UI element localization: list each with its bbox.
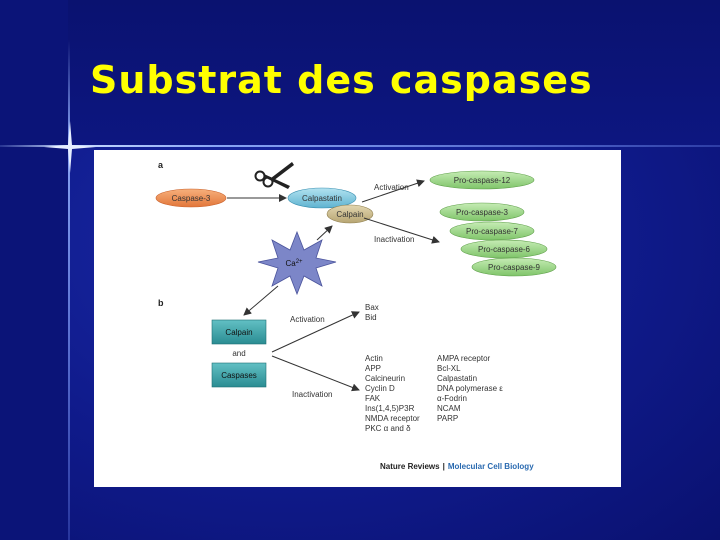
inactivated-item: DNA polymerase ε: [437, 384, 503, 393]
caspase3-label: Caspase-3: [172, 194, 211, 203]
b-inactivation-label: Inactivation: [292, 390, 332, 399]
and-label: and: [232, 349, 245, 358]
inactivated-item: APP: [365, 364, 381, 373]
pro-caspase-12-label: Pro-caspase-12: [454, 176, 511, 185]
slide-header-band: [0, 0, 720, 145]
activation-arrow: [361, 179, 425, 203]
inactivated-item: Bcl-XL: [437, 364, 461, 373]
inactivated-item: α-Fodrin: [437, 394, 467, 403]
caspases-box-label: Caspases: [221, 371, 257, 380]
inactivated-item: NMDA receptor: [365, 414, 420, 423]
b-activation-label: Activation: [290, 315, 325, 324]
panel-b-label: b: [158, 298, 164, 308]
calpastatin-oval: [287, 187, 357, 209]
activation-label: Activation: [374, 183, 409, 192]
scissors-icon: [254, 162, 294, 189]
calcium-label: Ca2+: [285, 259, 303, 268]
pro-caspase-6-label: Pro-caspase-6: [478, 245, 531, 254]
inactivation-arrow: [363, 217, 440, 244]
panel-a-label: a: [158, 160, 164, 170]
calpain-oval: [326, 204, 374, 224]
decor-horizontal-line: [0, 145, 720, 147]
inactivated-item: FAK: [365, 394, 381, 403]
caspase-substrate-figure: a Caspase-3 Calpastatin Calpain Activati…: [94, 150, 621, 487]
inactivated-item: Calpastatin: [437, 374, 477, 383]
pro-caspase-3-oval: [439, 202, 525, 222]
inactivated-item: PKC α and δ: [365, 424, 411, 433]
inactivated-item: AMPA receptor: [437, 354, 491, 363]
pro-caspase-3-label: Pro-caspase-3: [456, 208, 509, 217]
inactivated-item: Cyclin D: [365, 384, 395, 393]
caspases-box: [211, 362, 267, 388]
pro-caspase-7-oval: [449, 221, 535, 241]
calpain-box-label: Calpain: [225, 328, 252, 337]
inactivated-item: Ins(1,4,5)P3R: [365, 404, 415, 413]
calcium-to-panel-b-arrow: [243, 285, 279, 316]
b-activation-arrow: [271, 311, 360, 353]
slide-title: Substrat des caspases: [90, 58, 593, 102]
calcium-star-icon: [257, 230, 337, 296]
pro-caspase-12-oval: [429, 170, 535, 190]
inactivation-label: Inactivation: [374, 235, 414, 244]
inactivated-item: Calcineurin: [365, 374, 405, 383]
figure-svg: a Caspase-3 Calpastatin Calpain Activati…: [155, 160, 557, 471]
pro-caspase-7-label: Pro-caspase-7: [466, 227, 519, 236]
inactivated-item: PARP: [437, 414, 458, 423]
sparkle-icon: [44, 121, 96, 173]
slide-left-band: [0, 0, 68, 540]
inactivated-item: NCAM: [437, 404, 461, 413]
activated-item: Bid: [365, 313, 377, 322]
journal-credit: Nature Reviews|Molecular Cell Biology: [380, 462, 534, 471]
inactivated-item: Actin: [365, 354, 383, 363]
activated-item: Bax: [365, 303, 379, 312]
calpain-box: [211, 319, 267, 345]
decor-vertical-line: [68, 40, 70, 540]
calpastatin-label: Calpastatin: [302, 194, 342, 203]
caspase3-oval: [155, 188, 227, 208]
pro-caspase-9-label: Pro-caspase-9: [488, 263, 541, 272]
calcium-to-calpain-arrow: [316, 225, 333, 241]
calpain-label: Calpain: [336, 210, 363, 219]
b-inactivation-arrow: [271, 355, 360, 392]
pro-caspase-9-oval: [471, 257, 557, 277]
